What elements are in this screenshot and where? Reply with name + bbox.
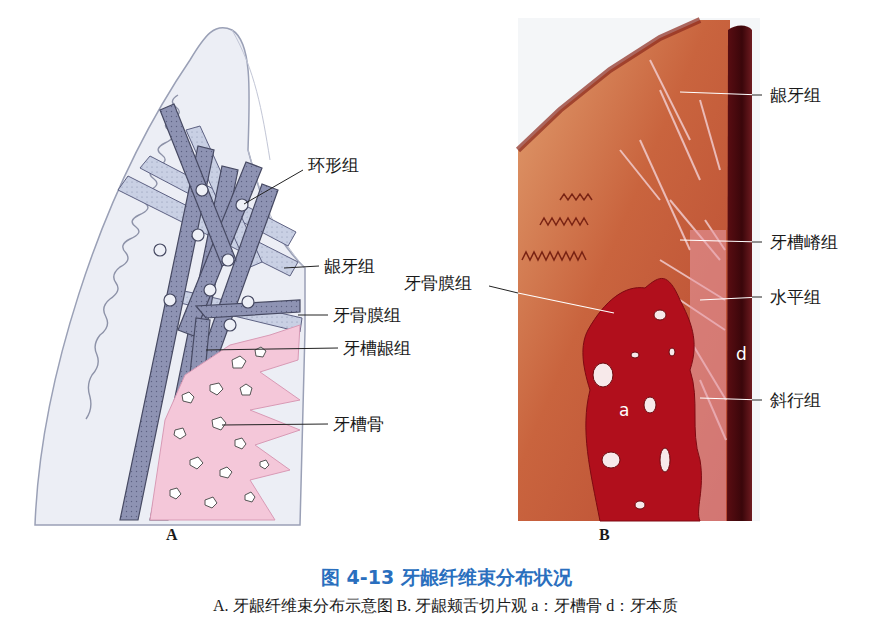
panel-letter: A — [166, 525, 178, 544]
circular-fibers — [154, 184, 254, 331]
fiber-group-label: 斜行组 — [770, 390, 821, 410]
dentin — [727, 26, 752, 522]
panel-a-drawing — [35, 28, 338, 525]
figure-caption: A. 牙龈纤维束分布示意图 B. 牙龈颊舌切片观 a：牙槽骨 d：牙本质 — [213, 596, 678, 615]
structure-label: 牙槽骨 — [333, 414, 384, 434]
structure-letter: d — [736, 344, 747, 364]
gingival-margin — [232, 30, 270, 160]
rete-ridges — [522, 194, 592, 260]
bone-lacunae — [593, 310, 675, 509]
gingival-tissue — [518, 20, 730, 521]
alveolar-bone-photo — [583, 278, 702, 521]
panel-letter: B — [599, 525, 610, 544]
figure-title: 图 4-13 牙龈纤维束分布状况 — [321, 566, 572, 589]
fiber-group-label: 龈牙组 — [324, 256, 375, 276]
epithelium — [518, 20, 700, 150]
structure-letter: a — [619, 400, 629, 420]
gingiva-outline — [35, 28, 305, 525]
fiber-group-label: 牙槽龈组 — [343, 338, 411, 358]
dark-fiber-bundles — [120, 104, 300, 520]
leader-lines-b-dark — [489, 95, 762, 400]
fiber-group-label: 牙槽嵴组 — [770, 232, 838, 252]
fiber-group-label: 牙骨膜组 — [404, 273, 472, 293]
fiber-group-label: 水平组 — [770, 287, 821, 307]
fiber-group-label: 龈牙组 — [770, 85, 821, 105]
fiber-group-label: 环形组 — [308, 155, 359, 175]
leader-lines-b — [680, 92, 762, 400]
panel-b-photo — [489, 18, 762, 521]
alveolar-bone — [150, 325, 300, 520]
leader-line-periosteal — [518, 293, 614, 313]
leader-lines-a — [206, 170, 338, 425]
bone-cavities — [170, 347, 269, 508]
fiber-group-label: 牙骨膜组 — [333, 305, 401, 325]
